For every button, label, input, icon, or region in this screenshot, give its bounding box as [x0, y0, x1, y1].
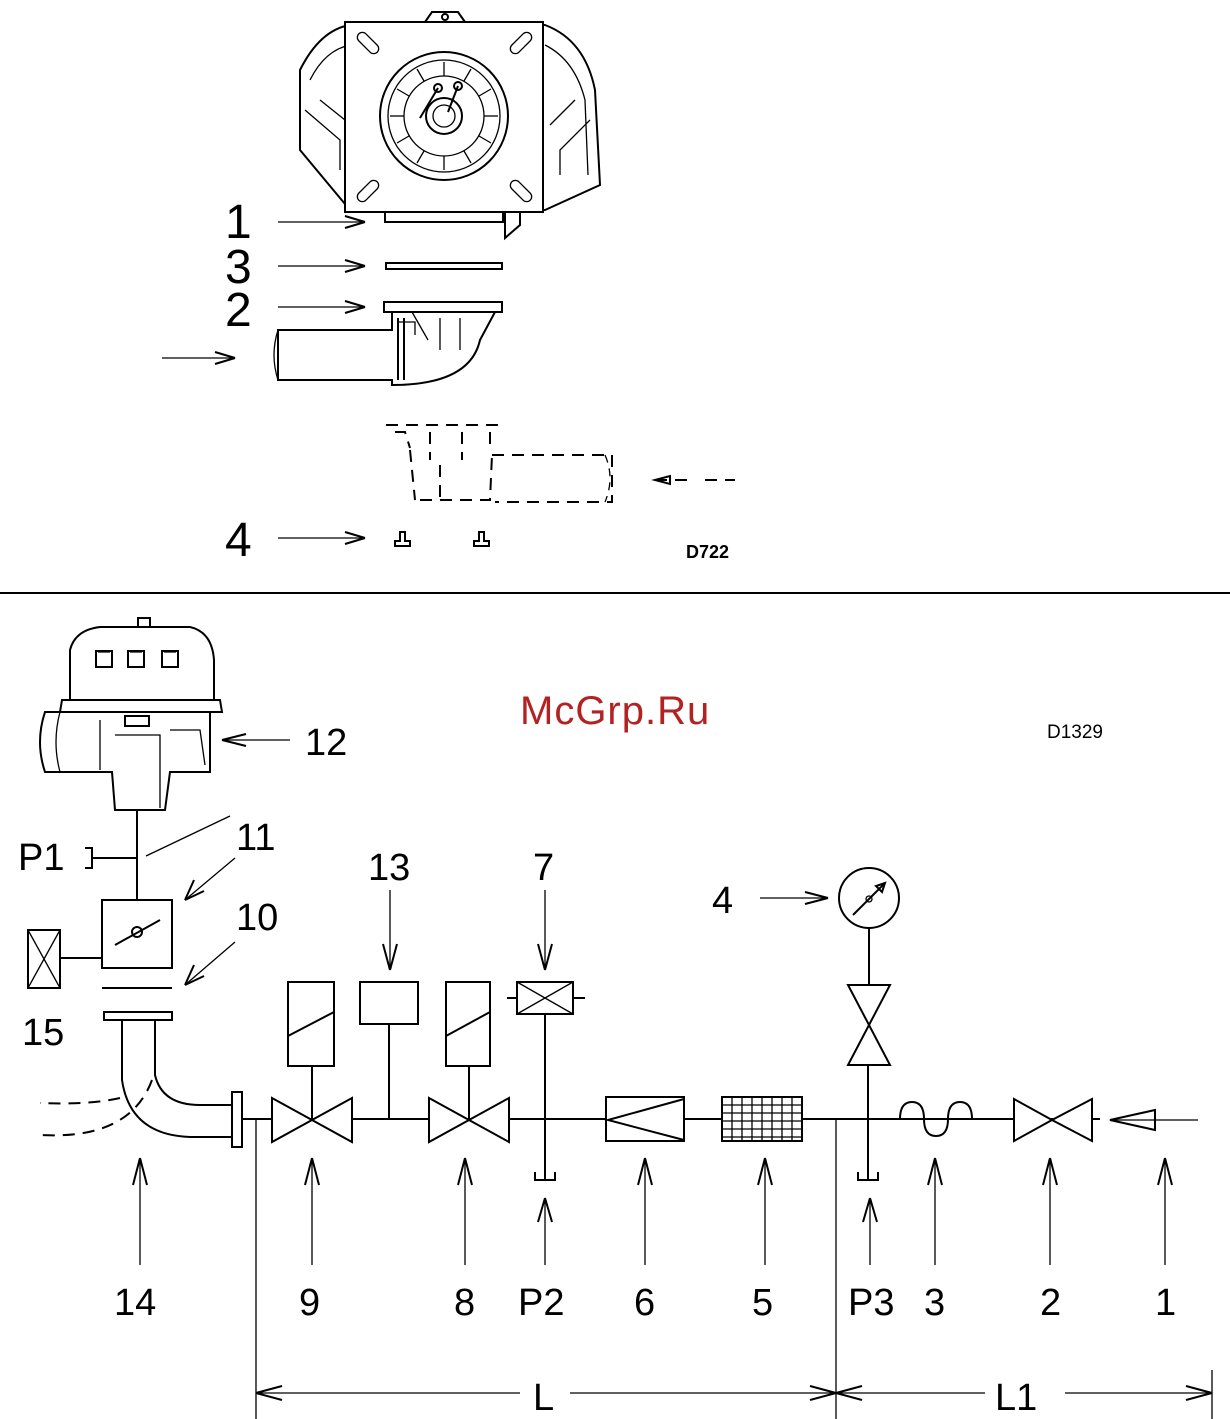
label-14: 14	[114, 1282, 156, 1324]
label-8: 8	[454, 1282, 475, 1324]
elbow-flange-14	[104, 1012, 172, 1020]
burner-12	[40, 618, 222, 810]
label-12: 12	[305, 722, 347, 764]
label-5: 5	[752, 1282, 773, 1324]
gasket-part-3	[386, 263, 502, 269]
label-p3: P3	[848, 1282, 894, 1324]
label-11: 11	[236, 817, 275, 859]
label-arrows-bottom	[133, 1158, 1172, 1265]
gauge-valve	[848, 985, 890, 1065]
label-3: 3	[924, 1282, 945, 1324]
pressure-regulator-6	[606, 1097, 684, 1141]
label-1: 1	[1155, 1282, 1176, 1324]
diagram-code-d722: D722	[686, 542, 729, 562]
dimension-l: L	[533, 1377, 554, 1419]
label-2: 2	[225, 284, 252, 337]
solenoid-valve-8	[429, 982, 509, 1142]
label-15: 15	[22, 1012, 64, 1054]
label-2: 2	[1040, 1282, 1061, 1324]
dimension-lines	[256, 1120, 1212, 1419]
dimension-l1: L1	[995, 1377, 1037, 1419]
filter-5	[722, 1097, 802, 1141]
pressure-switch-7	[507, 982, 585, 1180]
diagram-code-d1329: D1329	[1047, 722, 1103, 743]
gas-train: McGrp.Ru D1329	[18, 618, 1212, 1419]
label-9: 9	[299, 1282, 320, 1324]
label-6: 6	[634, 1282, 655, 1324]
label-p2: P2	[518, 1282, 564, 1324]
alternative-position-dashed	[386, 425, 735, 502]
solenoid-valve-9	[272, 982, 352, 1142]
label-4: 4	[225, 514, 252, 567]
screws-part-4	[395, 532, 489, 546]
air-damper-11	[102, 900, 172, 968]
label-p1: P1	[18, 837, 64, 879]
pressure-gauge-4	[839, 868, 899, 928]
watermark: McGrp.Ru	[520, 689, 710, 733]
label-10: 10	[236, 897, 278, 939]
burner-flange-assembly: 1 3 2 4 D722	[162, 12, 735, 567]
label-4: 4	[712, 880, 733, 922]
elbow-flange-part-2	[274, 302, 502, 385]
burner-housing	[300, 12, 600, 238]
control-13	[360, 982, 418, 1024]
label-13: 13	[368, 847, 410, 889]
label-7: 7	[533, 847, 554, 889]
label-arrows-top	[146, 734, 828, 985]
shutoff-valve-2	[1014, 1099, 1092, 1141]
